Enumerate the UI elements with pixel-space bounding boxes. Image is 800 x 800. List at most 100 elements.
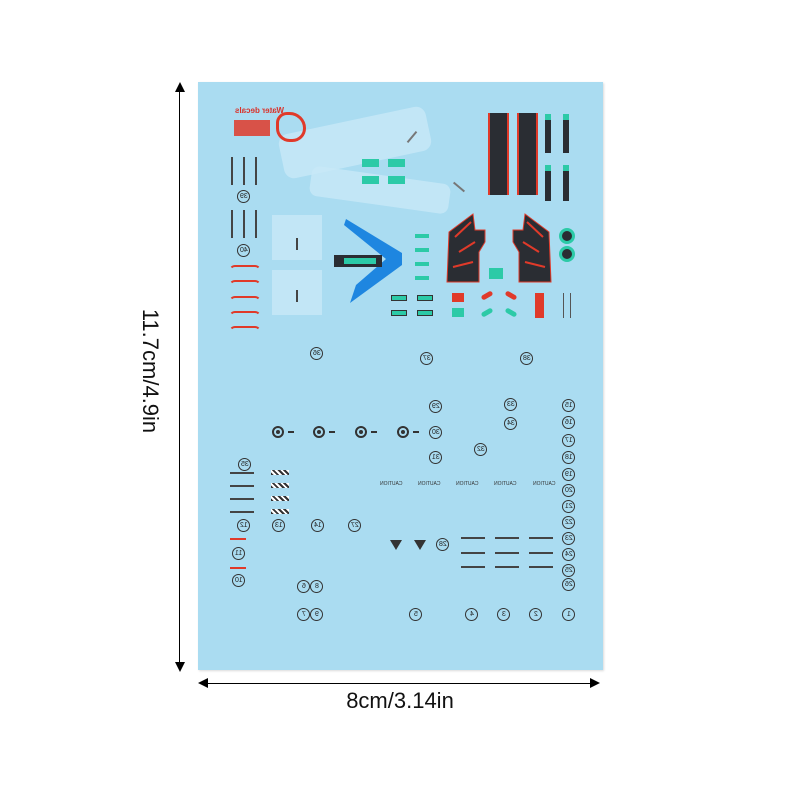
decal-sheet (198, 82, 603, 670)
width-dimension-line (202, 683, 596, 684)
width-label: 8cm/3.14in (346, 688, 454, 713)
caution-decal: CAUTION (418, 481, 441, 487)
teal-decal (391, 310, 407, 316)
bar-decal (495, 537, 519, 539)
teal-dark-strip-decal (545, 114, 551, 153)
teal-decal (362, 159, 379, 167)
number-text: 7 (301, 611, 306, 618)
number-label: 28 (436, 538, 449, 551)
number-label: 27 (348, 519, 361, 532)
number-label: 9 (310, 608, 323, 621)
number-label: 2 (529, 608, 542, 621)
target-decal (397, 426, 409, 438)
number-label: 25 (562, 564, 575, 577)
flame-logo-icon (276, 112, 306, 142)
number-text: 34 (506, 420, 515, 427)
number-label: 12 (237, 519, 250, 532)
number-text: 10 (234, 577, 243, 584)
number-label: 16 (562, 416, 575, 429)
number-label: 11 (232, 547, 245, 560)
number-label: 14 (311, 519, 324, 532)
number-label: 23 (562, 532, 575, 545)
teal-dark-strip-decal (563, 165, 569, 201)
red-curve-decal (229, 296, 261, 304)
red-decal (452, 293, 464, 302)
number-text: 1 (566, 611, 571, 618)
number-label: 24 (562, 548, 575, 561)
line-decal (296, 238, 298, 250)
arrow-down-icon (175, 662, 185, 672)
number-label: 31 (429, 451, 442, 464)
bar-decal (461, 552, 485, 554)
teal-decal (415, 262, 429, 266)
number-text: 35 (240, 461, 249, 468)
line-decal (255, 157, 257, 185)
teal-decal (388, 159, 405, 167)
circle-decal (559, 246, 575, 262)
number-text: 28 (438, 541, 447, 548)
number-text: 14 (313, 522, 322, 529)
number-label: 37 (420, 352, 433, 365)
number-text: 17 (564, 437, 573, 444)
number-label: 20 (562, 484, 575, 497)
teal-decal (489, 268, 503, 279)
bar-decal (230, 498, 254, 500)
number-label: 32 (474, 443, 487, 456)
number-label: 33 (504, 398, 517, 411)
number-label: 19 (562, 468, 575, 481)
triangle-decal (414, 540, 426, 550)
number-text: 36 (312, 350, 321, 357)
teal-decal (417, 310, 433, 316)
number-text: 3 (501, 611, 506, 618)
hazard-stripe-decal (271, 483, 289, 488)
arrow-left-icon (198, 678, 208, 688)
number-label: 22 (562, 516, 575, 529)
number-text: 11 (234, 550, 243, 557)
hazard-stripe-decal (271, 496, 289, 501)
number-text: 37 (422, 355, 431, 362)
number-text: 9 (314, 611, 319, 618)
dash-decal (371, 431, 377, 433)
dark-red-panel-decal (517, 113, 538, 195)
bar-decal (230, 485, 254, 487)
number-label: 3 (497, 608, 510, 621)
number-text: 5 (413, 611, 418, 618)
number-text: 23 (564, 535, 573, 542)
triangle-decal (390, 540, 402, 550)
caution-text: CAUTION (456, 481, 479, 487)
number-text: 13 (274, 522, 283, 529)
target-decal (272, 426, 284, 438)
line-decal (563, 293, 571, 318)
number-text: 21 (564, 503, 573, 510)
number-text: 30 (431, 429, 440, 436)
caution-decal: CAUTION (533, 481, 556, 487)
number-text: 38 (522, 355, 531, 362)
logo-mark (234, 120, 270, 136)
number-text: 2 (533, 611, 538, 618)
number-label: 34 (504, 417, 517, 430)
logo-text: Water decals (234, 106, 284, 115)
number-label: 6 (297, 580, 310, 593)
line-decal (243, 157, 245, 185)
teal-decal (415, 248, 429, 252)
number-label: 7 (297, 608, 310, 621)
number-text: 15 (564, 402, 573, 409)
red-line-decal (230, 538, 246, 540)
line-decal (255, 210, 257, 238)
number-text: 39 (239, 193, 248, 200)
teal-dark-strip-decal (545, 165, 551, 201)
line-decal (231, 157, 233, 185)
red-curve-decal (229, 280, 261, 288)
bar-decal (230, 472, 254, 474)
line-decal (243, 210, 245, 238)
number-label: 15 (562, 399, 575, 412)
number-text: 6 (301, 583, 306, 590)
number-text: 19 (564, 471, 573, 478)
red-curve-decal (229, 265, 261, 273)
dark-red-wing-decals (446, 213, 552, 283)
line-decal (296, 290, 298, 302)
bar-decal (529, 552, 553, 554)
number-text: 26 (564, 581, 573, 588)
caution-decal: CAUTION (380, 481, 403, 487)
caution-decal: CAUTION (494, 481, 517, 487)
